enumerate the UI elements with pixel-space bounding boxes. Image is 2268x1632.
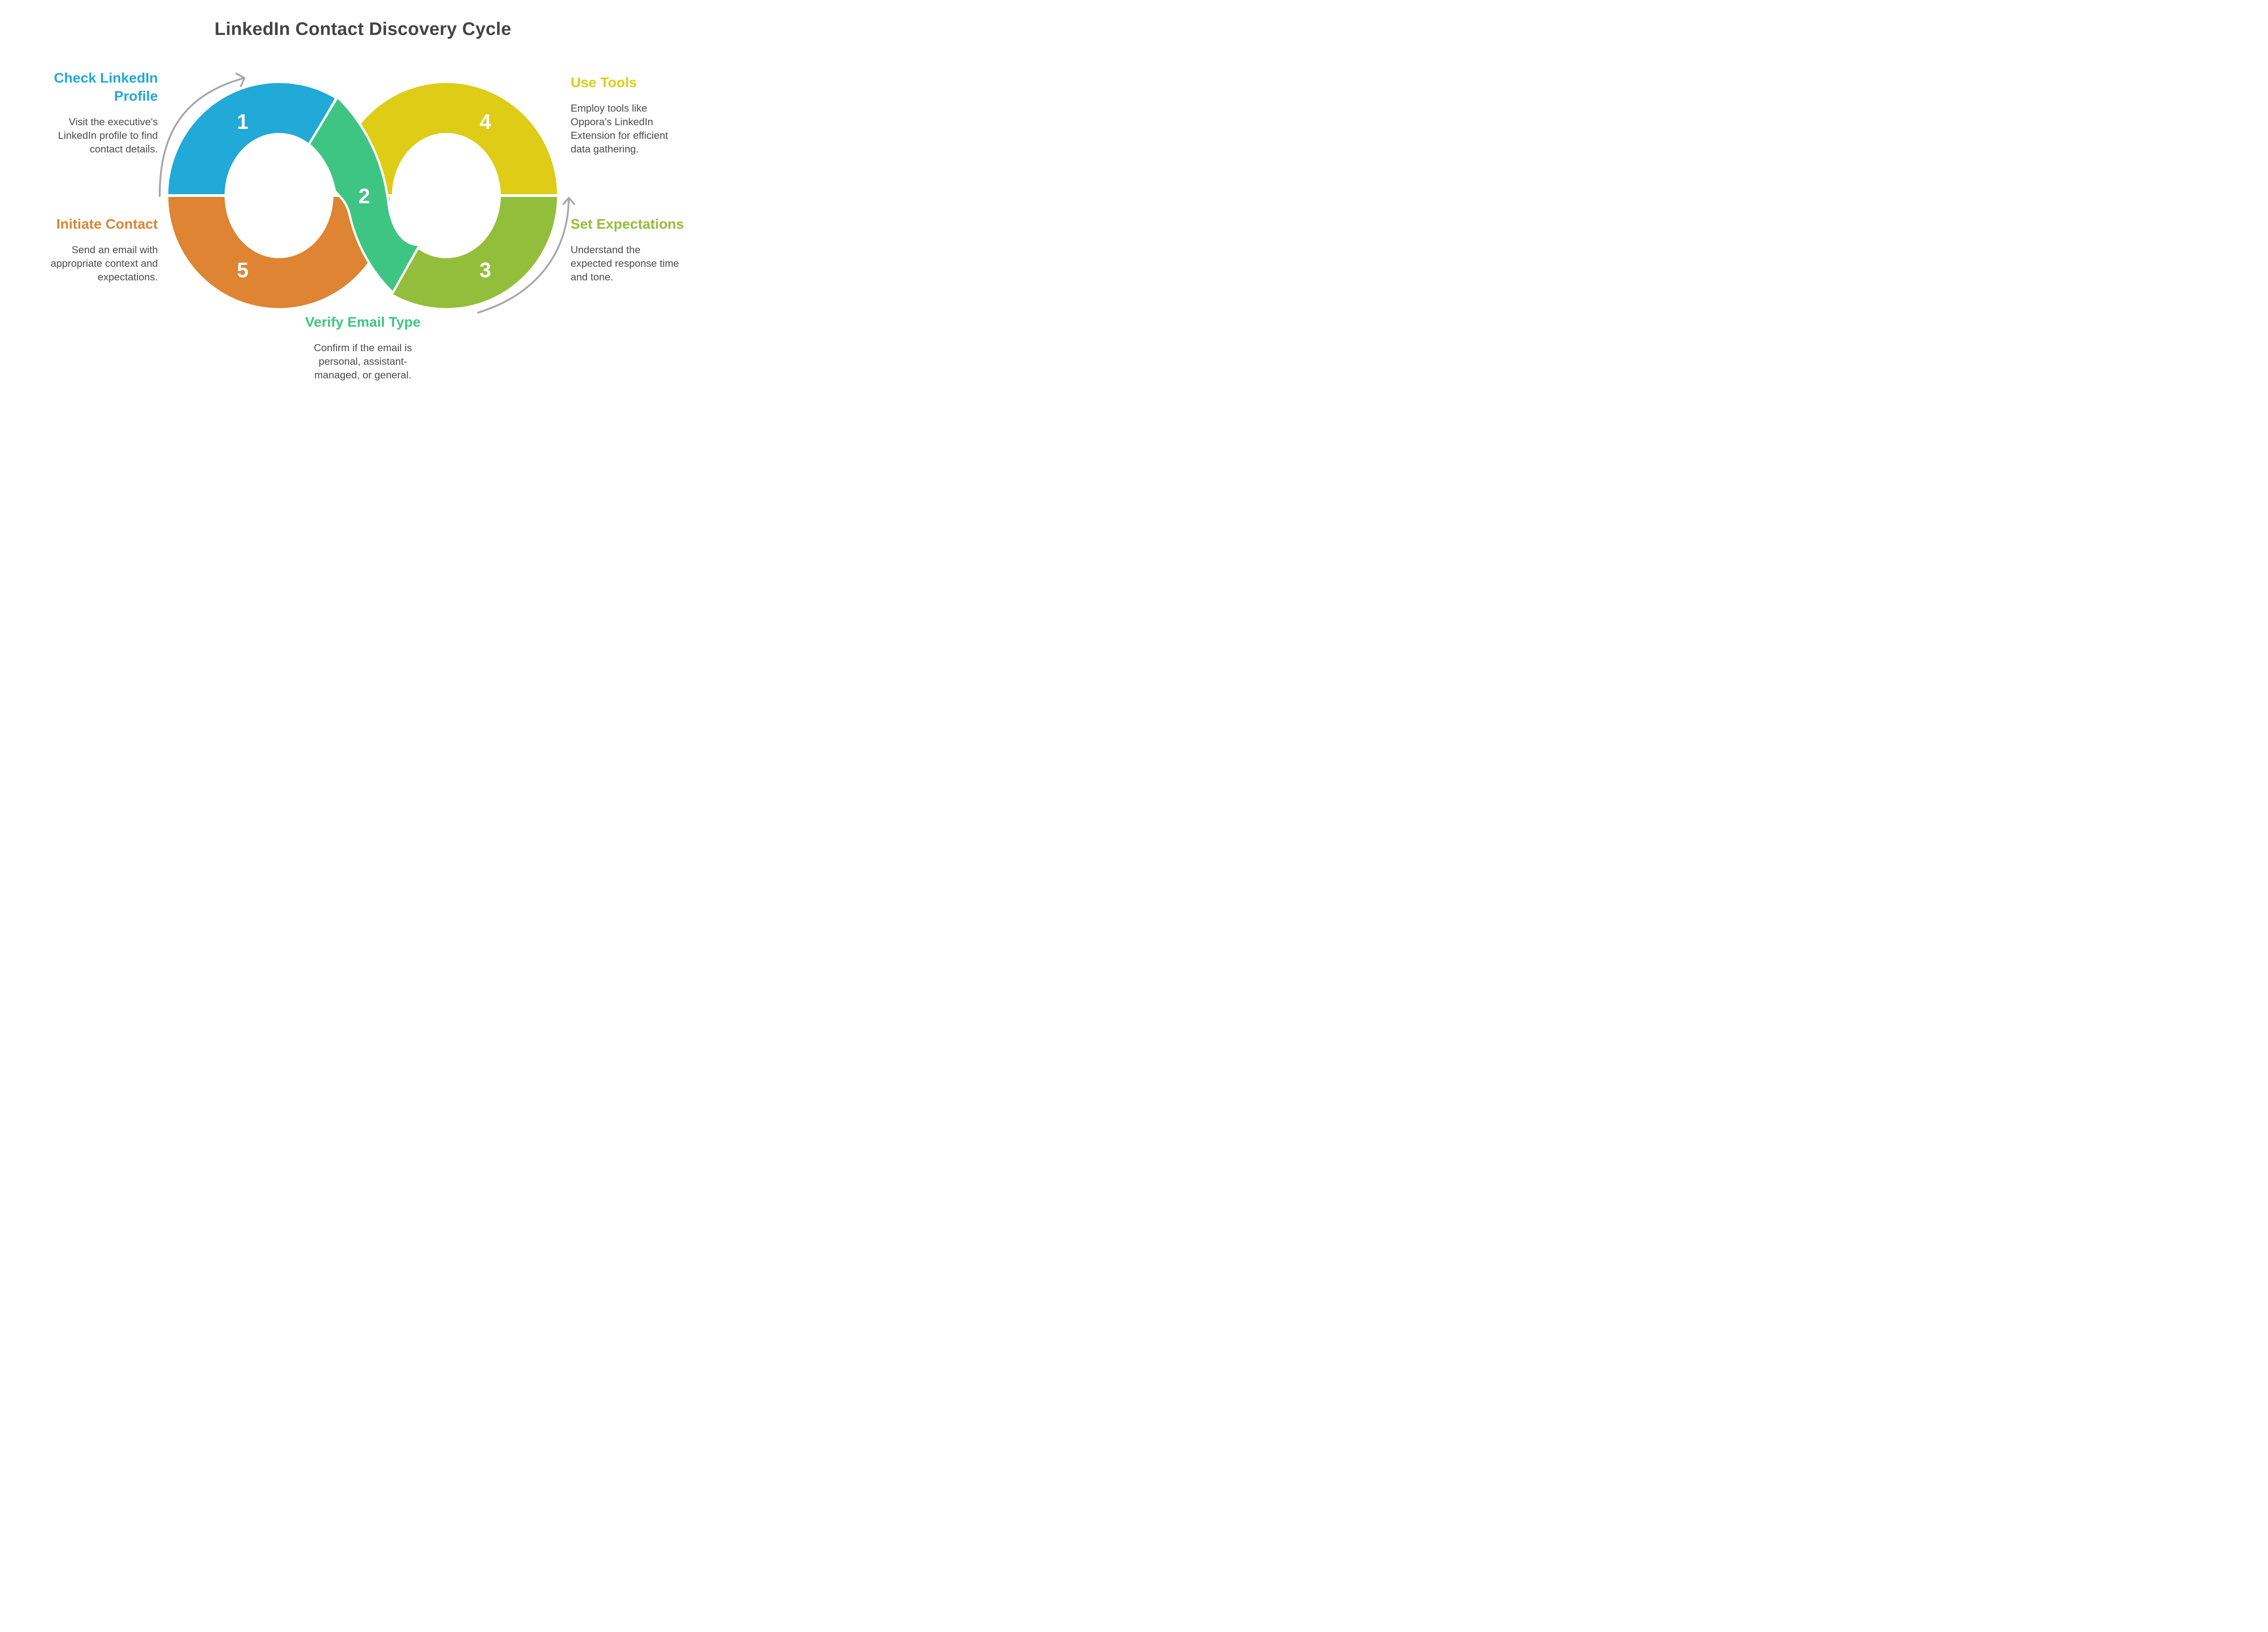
segment-2-verify-email-type — [308, 96, 421, 294]
step-1-text-block: Check LinkedIn Profile Visit the executi… — [0, 69, 158, 156]
segment-1-check-linkedin-profile — [163, 77, 337, 194]
step-5-description: Send an email with appropriate context a… — [50, 244, 158, 283]
step-2-heading: Verify Email Type — [305, 314, 421, 330]
step-2-text-block: Verify Email Type Confirm if the email i… — [272, 313, 454, 382]
step-4-text-block: Use Tools Employ tools like Oppora's Lin… — [571, 74, 716, 156]
step-number-5: 5 — [237, 258, 249, 282]
step-5-heading: Initiate Contact — [56, 216, 158, 232]
step-3-text-block: Set Expectations Understand the expected… — [571, 215, 716, 284]
step-1-heading: Check LinkedIn Profile — [54, 70, 158, 104]
step-3-description: Understand the expected response time an… — [571, 244, 679, 283]
step-3-heading: Set Expectations — [571, 216, 684, 232]
step-number-2: 2 — [358, 184, 370, 208]
step-4-description: Employ tools like Oppora's LinkedIn Exte… — [571, 103, 668, 155]
step-number-3: 3 — [479, 258, 491, 282]
step-5-text-block: Initiate Contact Send an email with appr… — [0, 215, 158, 284]
step-number-4: 4 — [479, 110, 491, 133]
curved-arrow-bottom-right-icon — [477, 197, 575, 314]
step-number-1: 1 — [237, 110, 249, 133]
infinity-cycle-diagram: 1 2 3 4 5 — [159, 73, 575, 315]
curved-arrow-top-left-icon — [159, 73, 245, 197]
diagram-title: LinkedIn Contact Discovery Cycle — [214, 19, 512, 39]
step-1-description: Visit the executive's LinkedIn profile t… — [58, 116, 158, 155]
segment-3-set-expectations — [390, 197, 562, 315]
step-2-description: Confirm if the email is personal, assist… — [313, 342, 412, 381]
step-4-heading: Use Tools — [571, 74, 637, 90]
